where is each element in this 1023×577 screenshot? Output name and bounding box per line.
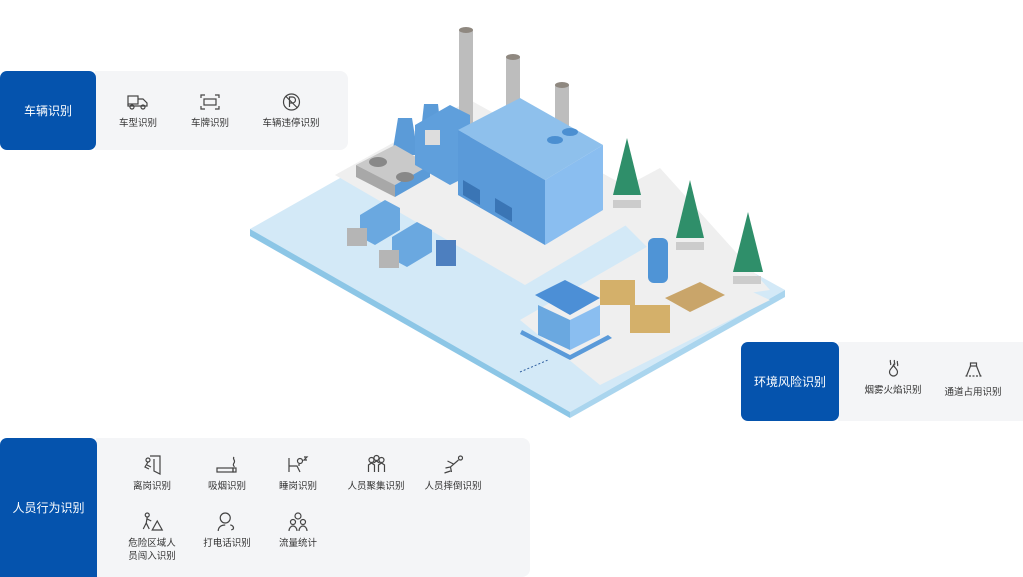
person-item-phone-call[interactable]: 打电话识别 [203, 511, 251, 550]
trucks [347, 200, 456, 268]
license-plate-icon [200, 94, 220, 110]
item-label: 打电话识别 [203, 538, 251, 549]
item-label-line2: 员闯入识别 [128, 551, 176, 562]
person-item-danger-intrusion[interactable]: 危险区域人 员闯入识别 [128, 511, 176, 563]
intrusion-warning-icon [142, 512, 164, 531]
person-behavior-tag: 人员行为识别 [0, 438, 97, 577]
cooling-units [356, 145, 430, 197]
phone-call-icon [217, 512, 234, 532]
leave-post-icon [144, 455, 161, 475]
item-label-line1: 危险区域人 [128, 538, 176, 549]
person-item-sleeping[interactable]: 睡岗识别 [279, 454, 317, 493]
person-item-fall[interactable]: 人员摔倒识别 [424, 454, 482, 493]
smoke-fire-icon [888, 359, 898, 377]
vehicle-item-type[interactable]: 车型识别 [119, 91, 157, 130]
item-label: 离岗识别 [132, 481, 172, 492]
truck-icon [127, 95, 148, 110]
item-label: 烟雾火焰识别 [864, 385, 922, 396]
item-label: 车牌识别 [190, 118, 230, 129]
people-count-icon [288, 512, 308, 532]
fall-icon [443, 455, 463, 474]
item-label: 车型识别 [118, 118, 158, 129]
item-label: 人员聚集识别 [347, 481, 405, 492]
vehicle-item-plate[interactable]: 车牌识别 [191, 91, 229, 130]
environment-item-smoke-fire[interactable]: 烟雾火焰识别 [864, 358, 922, 397]
item-label: 通道占用识别 [944, 387, 1002, 398]
vehicle-recognition-panel: 车型识别 车牌识别 车辆违停识别 [95, 71, 348, 150]
trees [613, 138, 763, 284]
item-label: 人员摔倒识别 [424, 481, 482, 492]
vehicle-recognition-tag: 车辆识别 [0, 71, 96, 150]
vehicle-item-illegal-parking[interactable]: 车辆违停识别 [262, 91, 320, 130]
environment-item-passage[interactable]: 通道占用识别 [944, 360, 1002, 399]
smoking-icon [216, 456, 237, 473]
main-building [415, 98, 603, 245]
item-label: 睡岗识别 [278, 481, 318, 492]
passage-icon [964, 362, 981, 377]
person-item-leave-post[interactable]: 离岗识别 [133, 454, 171, 493]
barrels-and-boxes [600, 238, 725, 333]
sleeping-icon [288, 456, 309, 473]
person-item-smoking[interactable]: 吸烟识别 [208, 454, 246, 493]
person-behavior-panel: 离岗识别 吸烟识别 睡岗识别 人员聚集识别 人员摔倒识别 危险区域人 员闯入识别… [96, 438, 530, 577]
environment-risk-panel: 烟雾火焰识别 通道占用识别 [838, 342, 1023, 421]
item-label: 吸烟识别 [207, 481, 247, 492]
item-label: 车辆违停识别 [262, 118, 320, 129]
guard-house [519, 280, 612, 373]
person-item-crowd[interactable]: 人员聚集识别 [347, 454, 405, 493]
crowd-icon [367, 454, 385, 472]
person-item-people-count[interactable]: 流量统计 [279, 511, 317, 550]
no-parking-icon [282, 93, 300, 111]
environment-risk-tag: 环境风险识别 [741, 342, 839, 421]
item-label: 流量统计 [278, 538, 318, 549]
